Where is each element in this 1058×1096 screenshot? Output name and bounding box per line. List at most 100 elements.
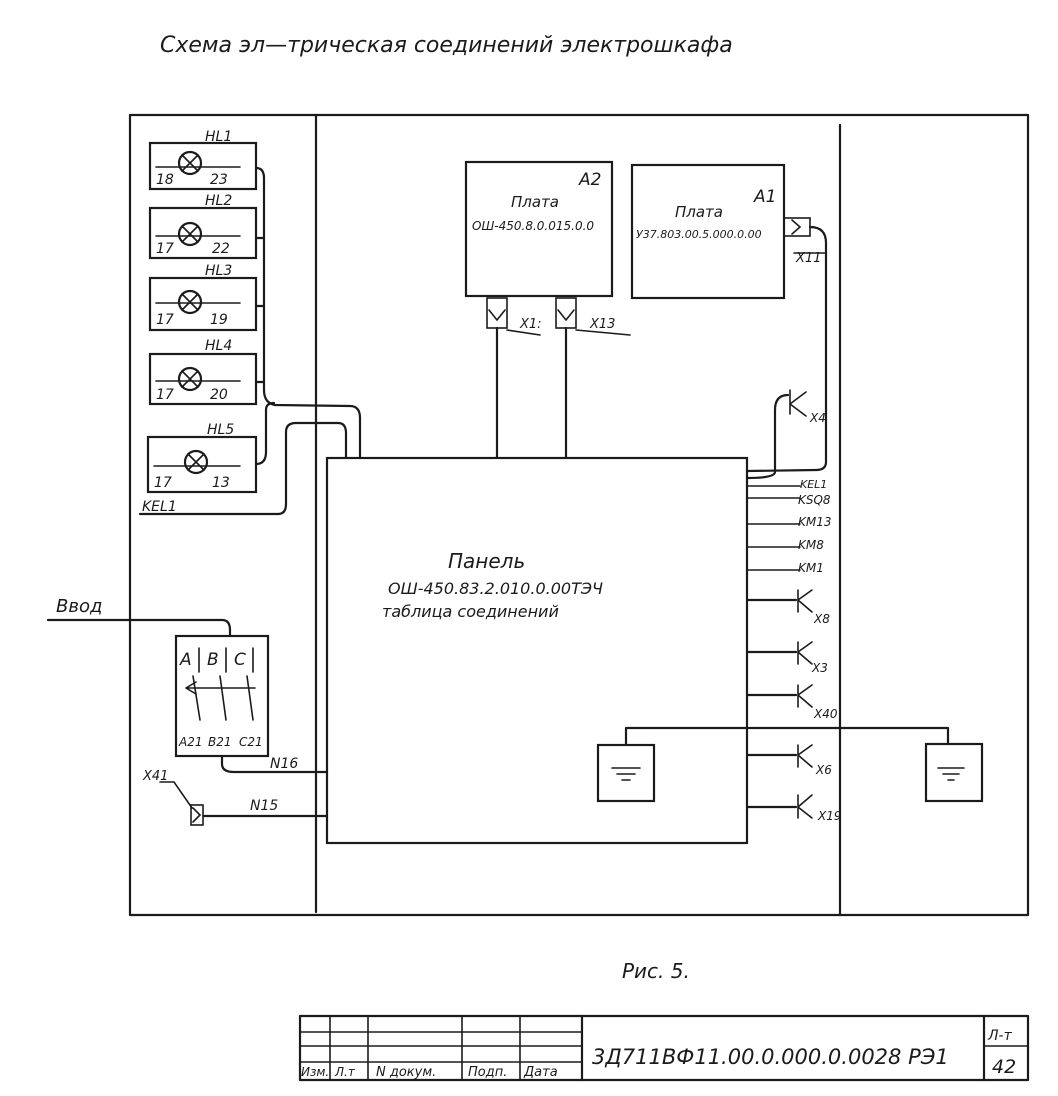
connector-x6: X6 xyxy=(746,744,832,777)
lamp-icon xyxy=(177,289,203,315)
svg-text:X8: X8 xyxy=(813,612,830,626)
panel-name: Панель xyxy=(448,549,525,573)
lamp-hl1: HL1 18 23 xyxy=(148,129,258,191)
connector-x1 xyxy=(486,297,508,329)
lamp-left-terminal: 17 xyxy=(154,475,172,491)
ground-wiring xyxy=(596,726,984,803)
board-a1: A1 Плата У37.803.00.5.000.0.00 X11 X4 xyxy=(630,163,828,480)
stamp-header-izm: Изм. xyxy=(301,1065,329,1079)
lamp-left-terminal: 17 xyxy=(156,312,174,328)
stamp-document-code: 3Д711ВФ11.00.0.000.0.0028 РЭ1 xyxy=(592,1045,949,1069)
lamp-hl4: HL4 17 20 xyxy=(148,338,258,406)
wire-ksq8: KSQ8 xyxy=(798,493,831,507)
connector-x1-label: X1: xyxy=(519,317,542,332)
lamp-icon xyxy=(177,221,203,247)
wire-km13: KM13 xyxy=(798,515,832,529)
connector-x19: X19 xyxy=(746,794,842,823)
board-a1-name: Плата xyxy=(675,203,723,221)
board-a2-name: Плата xyxy=(511,193,559,211)
lamp-ref: HL1 xyxy=(205,129,232,145)
lamp-box xyxy=(148,352,258,406)
lamp-right-terminal: 19 xyxy=(210,312,228,328)
lamp-left-terminal: 17 xyxy=(156,241,174,257)
lamp-hl2: HL2 17 22 xyxy=(148,193,258,260)
lamp-right-terminal: 22 xyxy=(212,241,230,257)
breaker-phase-c: C xyxy=(234,650,246,670)
board-a2-box xyxy=(464,160,614,298)
lamp-bus-wiring: KEL1 xyxy=(138,166,362,516)
connector-x11 xyxy=(783,217,811,237)
lamp-right-terminal: 23 xyxy=(210,172,228,188)
ground-box-left xyxy=(596,743,656,803)
input-label: Ввод xyxy=(56,596,102,617)
lamp-right-terminal: 13 xyxy=(212,475,230,491)
connector-x3: X3 xyxy=(746,641,828,675)
panel-box xyxy=(325,456,749,845)
wire-kel1: KEL1 xyxy=(800,478,827,491)
lamp-hl3: HL3 17 19 xyxy=(148,263,258,332)
wire-n16: N16 xyxy=(270,756,298,772)
power-input: Ввод A B C A21 B21 C21 N16 xyxy=(46,596,329,774)
lamp-box xyxy=(148,276,258,332)
stamp-header-date: Дата xyxy=(523,1065,558,1080)
lamp-hl5: HL5 17 13 xyxy=(146,422,258,494)
lamp-left-terminal: 17 xyxy=(156,387,174,403)
lamp-box xyxy=(148,206,258,260)
lamp-icon xyxy=(177,150,203,176)
figure-caption: Рис. 5. xyxy=(622,959,690,983)
ground-icon xyxy=(611,767,641,781)
lamp-icon xyxy=(177,366,203,392)
title-block: Изм. Л.т N докум. Подп. Дата 3Д711ВФ11.0… xyxy=(298,1014,1030,1082)
stamp-header-list: Л.т xyxy=(334,1065,356,1079)
lamp-ref: HL3 xyxy=(205,263,232,279)
right-connectors: X8 X3 X40 X6 X19 xyxy=(746,589,842,823)
svg-text:X19: X19 xyxy=(817,809,842,823)
connector-x4-label: X4 xyxy=(809,411,826,425)
panel-code: ОШ-450.83.2.010.0.00ТЭЧ xyxy=(388,579,603,598)
breaker-output-a21: A21 xyxy=(178,735,202,749)
connector-x41-label: X41 xyxy=(142,769,168,784)
diagram-title: Схема эл—трическая соединений электрошка… xyxy=(160,33,733,58)
lamp-ref: HL2 xyxy=(205,193,232,209)
board-a2-code: ОШ-450.8.0.015.0.0 xyxy=(472,219,594,233)
wire-n15: N15 xyxy=(250,798,278,814)
breaker-output-b21: B21 xyxy=(208,735,232,749)
ground-box-right xyxy=(924,742,984,803)
lamp-icon xyxy=(183,449,209,475)
lamp-right-terminal: 20 xyxy=(210,387,228,403)
board-a2: A2 Плата ОШ-450.8.0.015.0.0 X1: X13 xyxy=(464,160,631,460)
connector-x4 xyxy=(789,389,807,417)
connector-x41: X41 N15 xyxy=(142,769,329,826)
svg-text:X3: X3 xyxy=(811,661,828,675)
connector-x8: X8 xyxy=(746,589,830,626)
lamp-ref: HL4 xyxy=(205,338,232,354)
wire-km1: KM1 xyxy=(798,561,824,575)
lamp-box xyxy=(148,141,258,191)
board-a1-ref: A1 xyxy=(753,187,776,207)
stamp-header-sign: Подп. xyxy=(468,1065,507,1080)
panel: Панель ОШ-450.83.2.010.0.00ТЭЧ таблица с… xyxy=(325,456,749,845)
lamp-ref: HL5 xyxy=(207,422,234,438)
kel1-left-label: KEL1 xyxy=(142,499,177,515)
connector-x13 xyxy=(555,297,577,329)
breaker-phase-a: A xyxy=(179,650,192,670)
board-a2-ref: A2 xyxy=(578,170,601,190)
stamp-header-doc: N докум. xyxy=(376,1065,436,1080)
board-a1-code: У37.803.00.5.000.0.00 xyxy=(636,228,762,241)
cabinet-frame xyxy=(128,113,1030,917)
panel-subtitle: таблица соединений xyxy=(382,602,559,621)
right-wires: KEL1 KSQ8 KM13 KM8 KM1 xyxy=(747,478,832,575)
breaker-phase-b: B xyxy=(207,650,219,670)
wire-km8: KM8 xyxy=(798,538,824,552)
stamp-frame xyxy=(298,1014,1030,1082)
stamp-sheet-label: Л-т xyxy=(987,1028,1013,1044)
svg-text:X6: X6 xyxy=(815,763,832,777)
lamp-box xyxy=(146,435,258,494)
connector-x13-label: X13 xyxy=(589,317,615,332)
connector-x40: X40 xyxy=(746,684,838,721)
stamp-sheet-number: 42 xyxy=(992,1056,1016,1078)
breaker-output-c21: C21 xyxy=(239,735,263,749)
ground-icon xyxy=(937,767,965,781)
board-a1-box xyxy=(630,163,786,300)
